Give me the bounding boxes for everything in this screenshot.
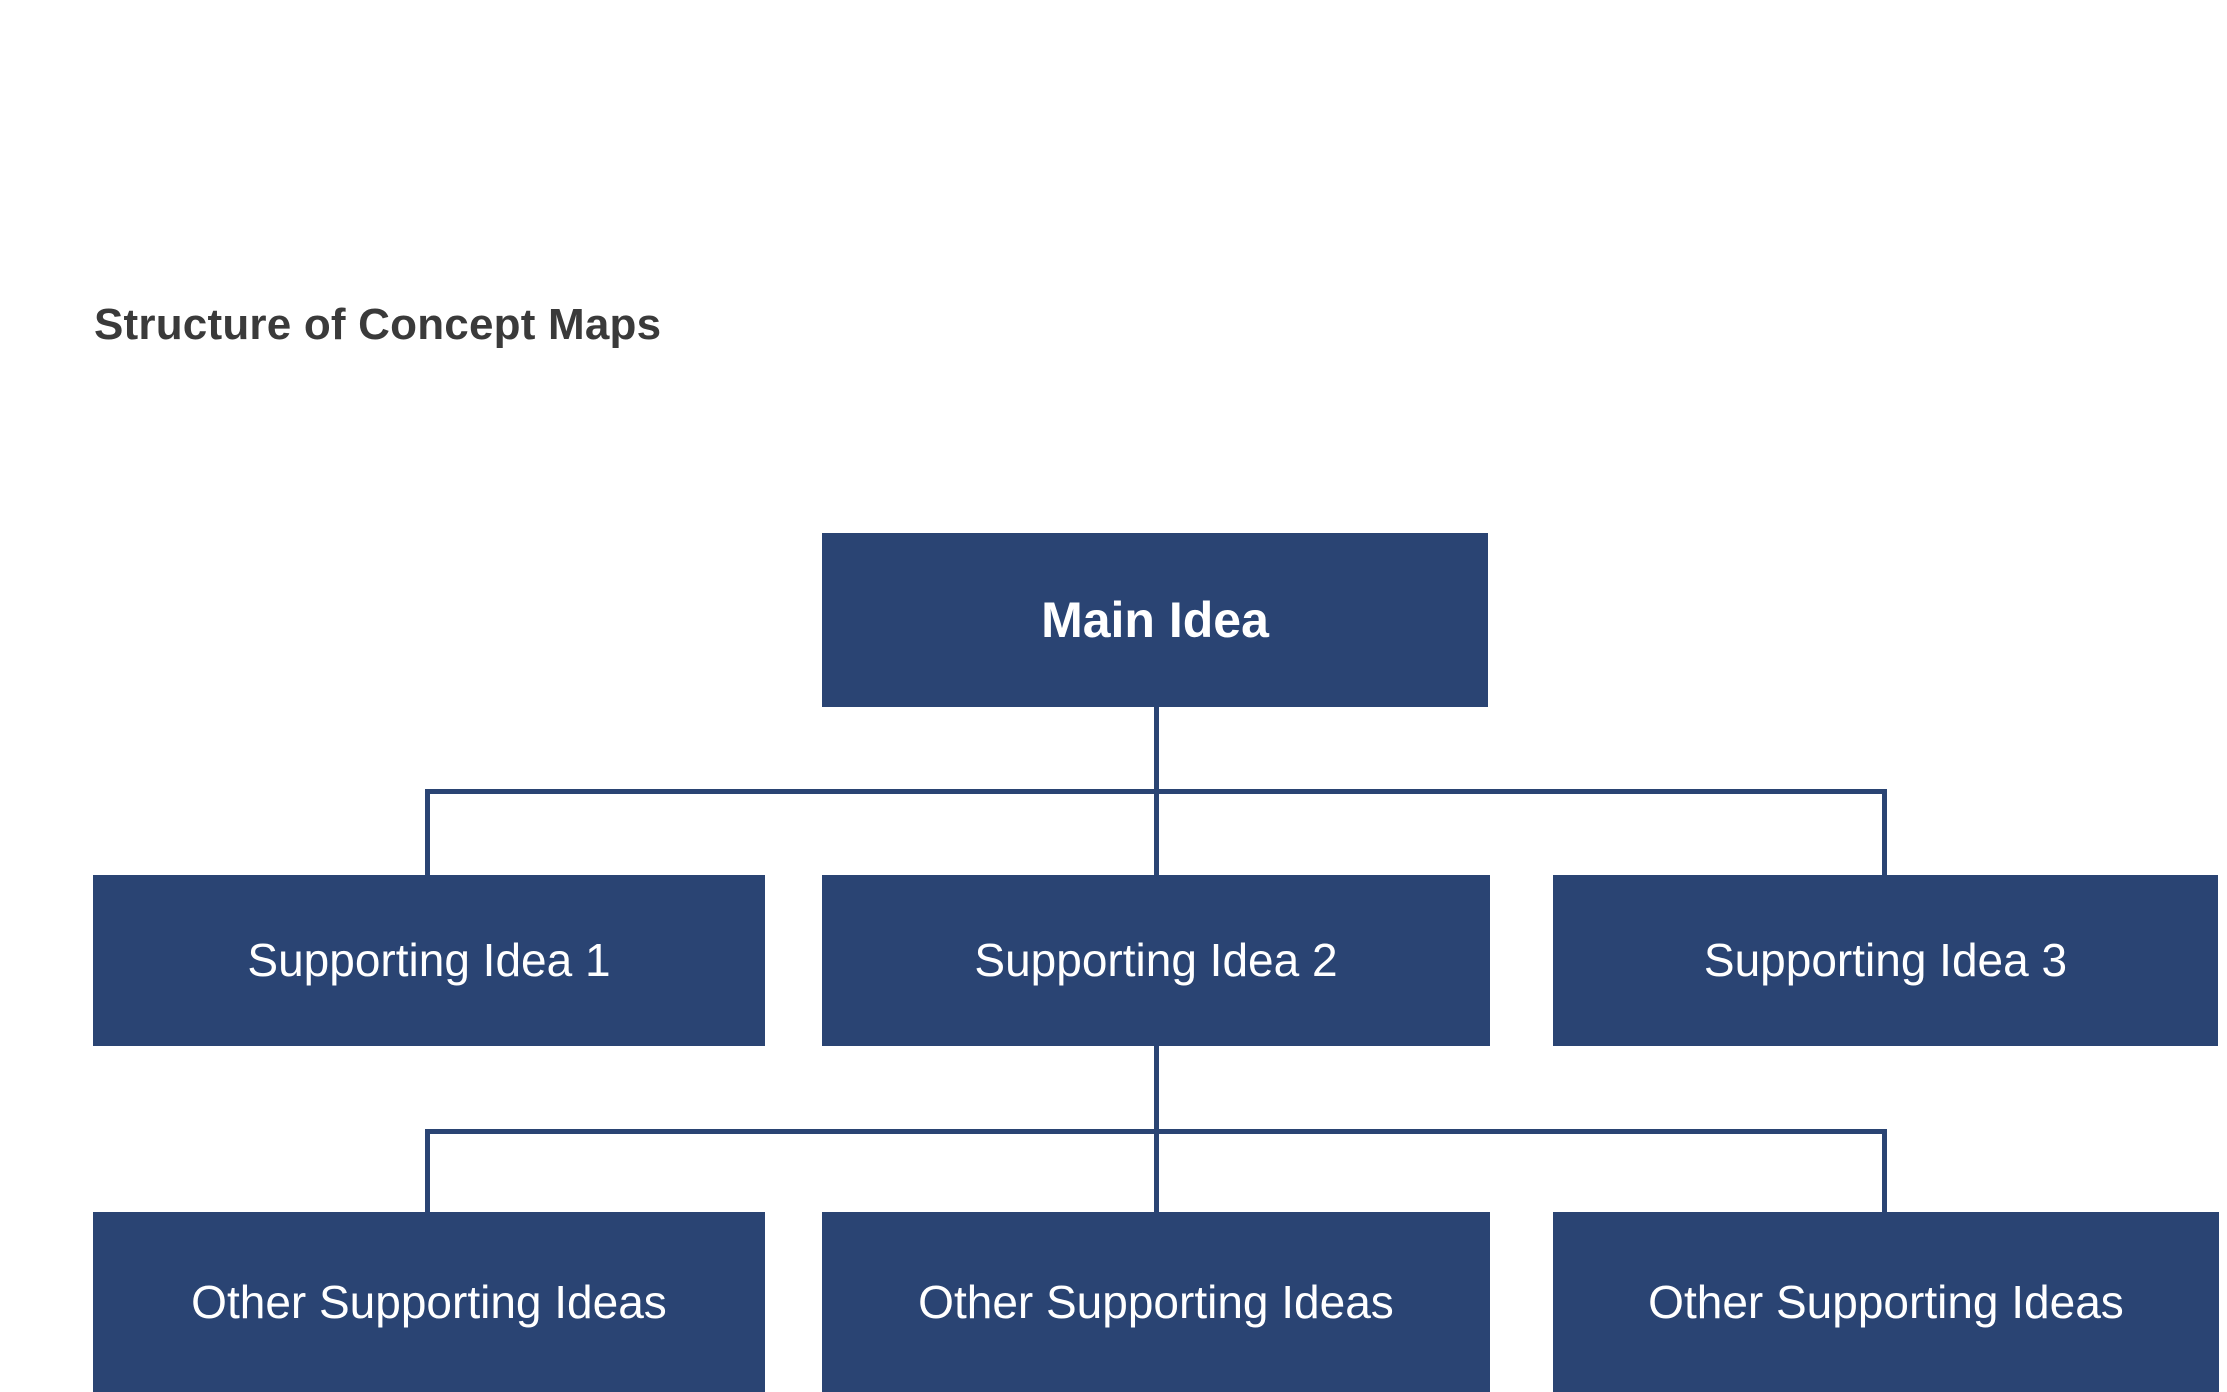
node-main-idea-label: Main Idea [1041,591,1269,648]
page-title: Structure of Concept Maps [94,300,662,349]
node-other-supporting-ideas-2-label: Other Supporting Ideas [918,1275,1394,1328]
node-other-supporting-ideas-3[interactable]: Other Supporting Ideas [1553,1212,2219,1392]
connector-root-stem [1154,707,1159,793]
connector-level2-drop-left [425,789,430,877]
connector-level2-drop-mid [1154,789,1159,877]
node-supporting-idea-1[interactable]: Supporting Idea 1 [93,875,765,1046]
node-main-idea[interactable]: Main Idea [822,533,1488,707]
node-other-supporting-ideas-2[interactable]: Other Supporting Ideas [822,1212,1490,1392]
node-supporting-idea-3-label: Supporting Idea 3 [1703,934,2068,987]
node-supporting-idea-3[interactable]: Supporting Idea 3 [1553,875,2218,1046]
connector-level3-drop-right [1882,1129,1887,1214]
connector-supporting2-stem [1154,1046,1159,1133]
connector-level3-drop-left [425,1129,430,1214]
node-supporting-idea-2[interactable]: Supporting Idea 2 [822,875,1490,1046]
node-supporting-idea-1-label: Supporting Idea 1 [247,934,611,987]
connector-level2-drop-right [1882,789,1887,877]
node-supporting-idea-2-label: Supporting Idea 2 [974,934,1338,987]
connector-level3-drop-mid [1154,1129,1159,1214]
node-other-supporting-ideas-3-label: Other Supporting Ideas [1648,1275,2124,1328]
node-other-supporting-ideas-1[interactable]: Other Supporting Ideas [93,1212,765,1392]
node-other-supporting-ideas-1-label: Other Supporting Ideas [191,1275,667,1328]
